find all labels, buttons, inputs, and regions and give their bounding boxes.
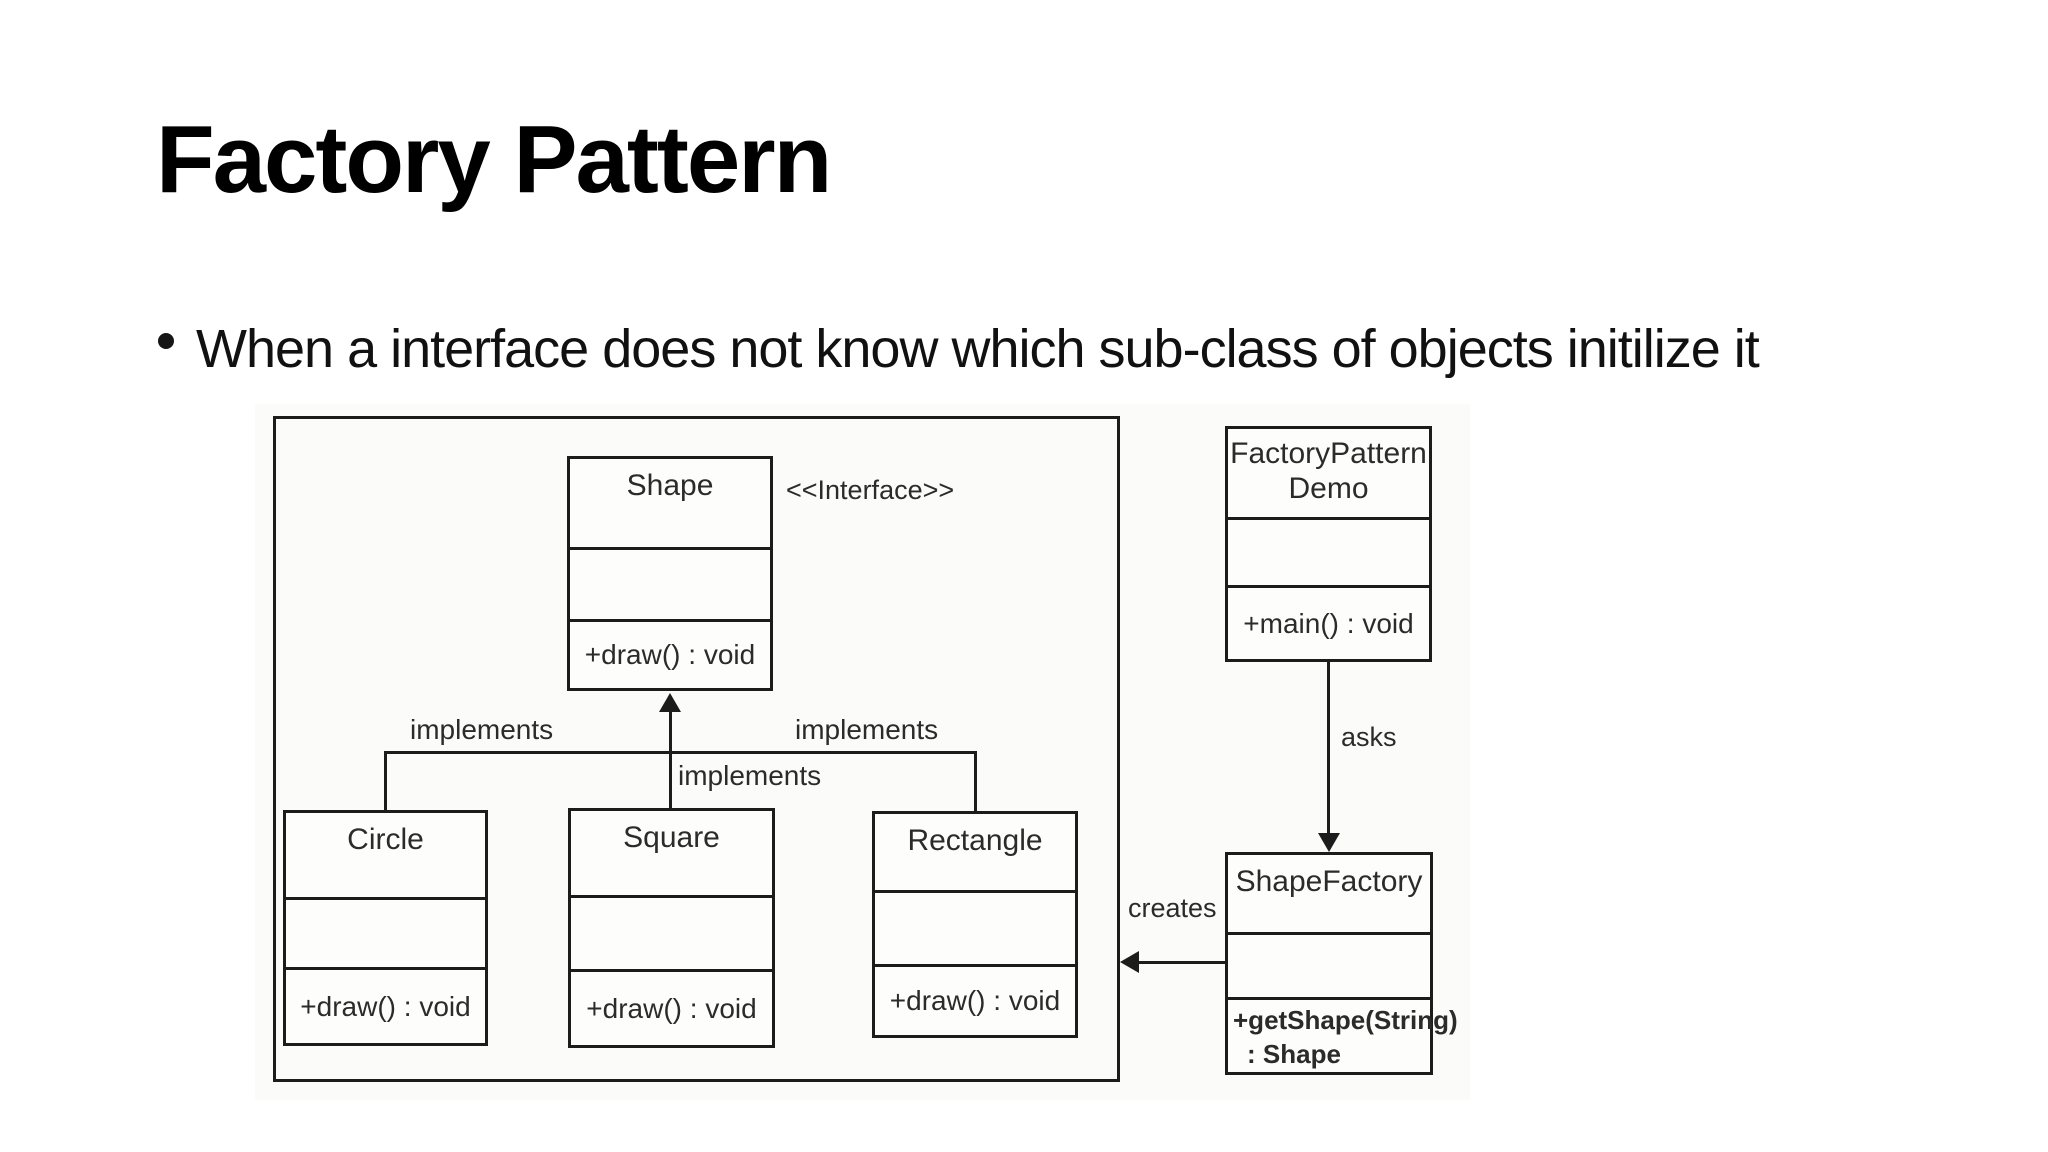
- bullet-icon: [158, 333, 174, 349]
- class-name: Square: [623, 821, 720, 854]
- class-method: +draw() : void: [571, 969, 772, 1045]
- bullet-text: When a interface does not know which sub…: [196, 319, 1760, 379]
- class-name-line2: Demo: [1288, 471, 1369, 505]
- circle-class-box: Circle +draw() : void: [283, 810, 488, 1046]
- system-boundary-box: [273, 416, 1120, 1082]
- class-attributes: [1228, 517, 1429, 585]
- implements-right-line: [974, 751, 977, 813]
- implements-left-label: implements: [410, 714, 554, 745]
- shape-factory-class-box: ShapeFactory +getShape(String) : Shape: [1225, 852, 1458, 1075]
- implements-center-line: [669, 708, 672, 810]
- square-class-box: Square +draw() : void: [568, 808, 775, 1048]
- class-name: FactoryPattern Demo: [1228, 429, 1429, 517]
- class-method: +draw() : void: [570, 619, 770, 688]
- implements-center-label: implements: [678, 760, 822, 791]
- class-attributes: [1228, 932, 1430, 997]
- implements-left-line: [384, 751, 387, 812]
- class-method: +getShape(String) : Shape: [1228, 997, 1458, 1072]
- creates-line: [1138, 961, 1225, 964]
- class-method-line1: +getShape(String): [1233, 1005, 1458, 1035]
- class-name: ShapeFactory: [1235, 865, 1423, 898]
- asks-label: asks: [1341, 722, 1397, 752]
- creates-arrowhead-icon: [1120, 951, 1139, 973]
- page-title: Factory Pattern: [156, 106, 832, 213]
- class-method-line2: : Shape: [1247, 1038, 1341, 1069]
- class-method: +draw() : void: [286, 967, 485, 1043]
- class-method: +draw() : void: [875, 964, 1075, 1035]
- class-attributes: [286, 897, 485, 967]
- asks-arrowhead-icon: [1318, 833, 1340, 852]
- class-attributes: [570, 547, 770, 619]
- class-name-line1: FactoryPattern: [1230, 437, 1427, 470]
- class-name: Circle: [347, 823, 424, 856]
- class-name: Shape: [626, 469, 714, 502]
- interface-stereotype-label: <<Interface>>: [786, 475, 955, 505]
- implements-right-label: implements: [795, 714, 939, 745]
- implements-horizontal-line: [384, 751, 977, 754]
- class-name: Rectangle: [907, 824, 1043, 857]
- generalization-arrowhead-icon: [659, 693, 681, 712]
- class-attributes: [875, 890, 1075, 964]
- asks-line: [1327, 662, 1330, 835]
- class-method: +main() : void: [1228, 585, 1429, 659]
- creates-label: creates: [1128, 893, 1217, 923]
- rectangle-class-box: Rectangle +draw() : void: [872, 811, 1078, 1038]
- class-attributes: [571, 895, 772, 969]
- shape-class-box: Shape +draw() : void: [567, 456, 773, 691]
- factory-pattern-demo-class-box: FactoryPattern Demo +main() : void: [1225, 426, 1432, 662]
